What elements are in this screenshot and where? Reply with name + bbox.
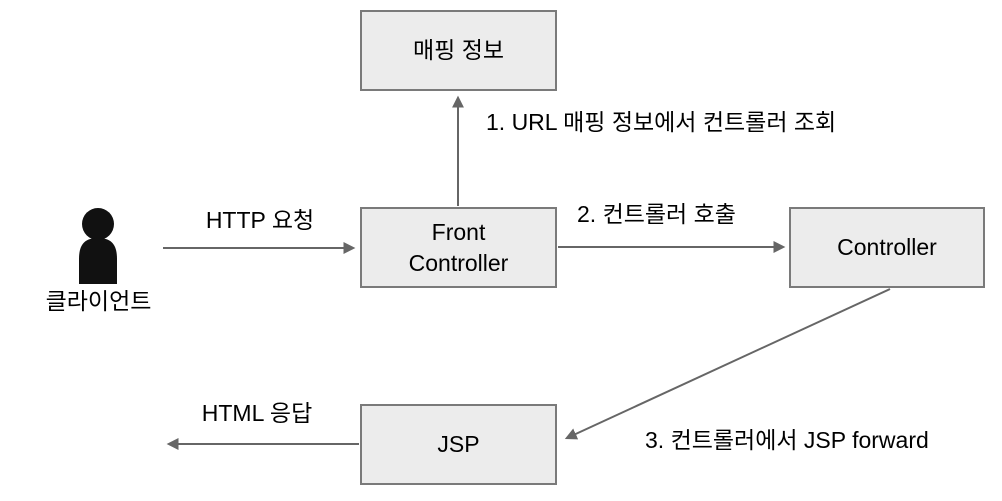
edge-label-mapping-lookup: 1. URL 매핑 정보에서 컨트롤러 조회 <box>486 109 837 135</box>
edge-label-http-request: HTTP 요청 <box>205 207 315 233</box>
edge-label-controller-call: 2. 컨트롤러 호출 <box>577 201 736 227</box>
node-jsp: JSP <box>360 404 557 485</box>
client-person-icon <box>79 208 117 284</box>
node-mapping-info: 매핑 정보 <box>360 10 557 91</box>
node-mapping-info-label: 매핑 정보 <box>412 37 505 63</box>
node-controller-label: Controller <box>837 234 937 260</box>
edge-label-html-response: HTML 응답 <box>201 400 313 426</box>
node-controller: Controller <box>789 207 985 288</box>
node-jsp-label: JSP <box>437 431 480 457</box>
node-front-controller-label: Front Controller <box>408 218 509 276</box>
arrow-jsp-forward <box>564 288 891 440</box>
node-front-controller: Front Controller <box>360 207 557 288</box>
edge-label-jsp-forward: 3. 컨트롤러에서 JSP forward <box>645 427 929 453</box>
client-label: 클라이언트 <box>45 288 152 314</box>
